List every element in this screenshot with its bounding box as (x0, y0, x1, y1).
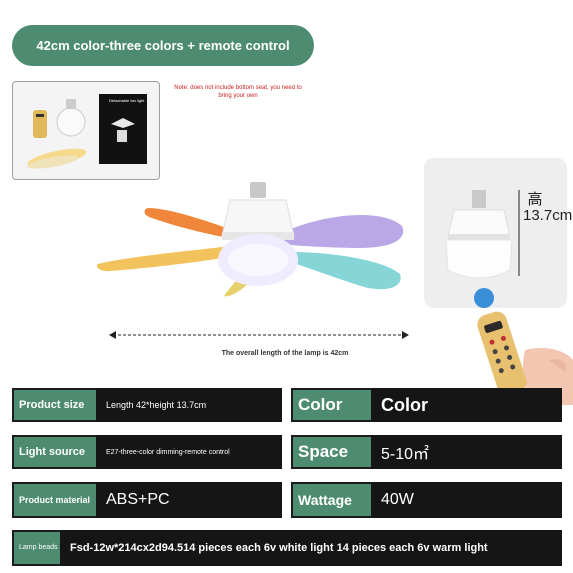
remote-signal-icon (474, 288, 494, 308)
space-value: 5-10㎡ (371, 435, 562, 469)
color-value: Color (371, 388, 562, 422)
title-text: 42cm color-three colors + remote control (36, 38, 290, 53)
title-banner: 42cm color-three colors + remote control (12, 25, 314, 66)
side-view-panel (424, 158, 567, 308)
ceiling-fan-image (96, 182, 404, 297)
e27-base (250, 182, 266, 198)
lamp-beads-label: Lamp beads (12, 530, 60, 566)
product-size-value: Length 42*height 13.7cm (96, 388, 282, 422)
wattage-value: 40W (371, 482, 562, 518)
orange-blade (144, 208, 240, 240)
note-text: Note: does not include bottom seat, you … (174, 85, 302, 99)
height-label: 高13.7cm (523, 191, 572, 224)
light-source-value: E27-three-color dimming-remote control (96, 435, 282, 469)
light-source-label: Light source (12, 435, 96, 469)
length-note: The overall length of the lamp is 42cm (221, 350, 349, 357)
purple-blade (280, 214, 404, 248)
wattage-label: Wattage (291, 482, 371, 518)
length-arrow (109, 331, 409, 339)
package-contents-image: Detachable fan light (12, 81, 160, 180)
cyan-blade (290, 252, 401, 290)
box-label: Detachable fan light (109, 98, 145, 103)
product-size-label: Product size (12, 388, 96, 422)
lamp-beads-value: Fsd-12w*214cx2d94.514 pieces each 6v whi… (60, 530, 562, 566)
screw-base (472, 190, 486, 208)
color-label: Color (291, 388, 371, 422)
yellow-blade (96, 246, 235, 272)
product-material-value: ABS+PC (96, 482, 282, 518)
space-label: Space (291, 435, 371, 469)
product-material-label: Product material (12, 482, 96, 518)
